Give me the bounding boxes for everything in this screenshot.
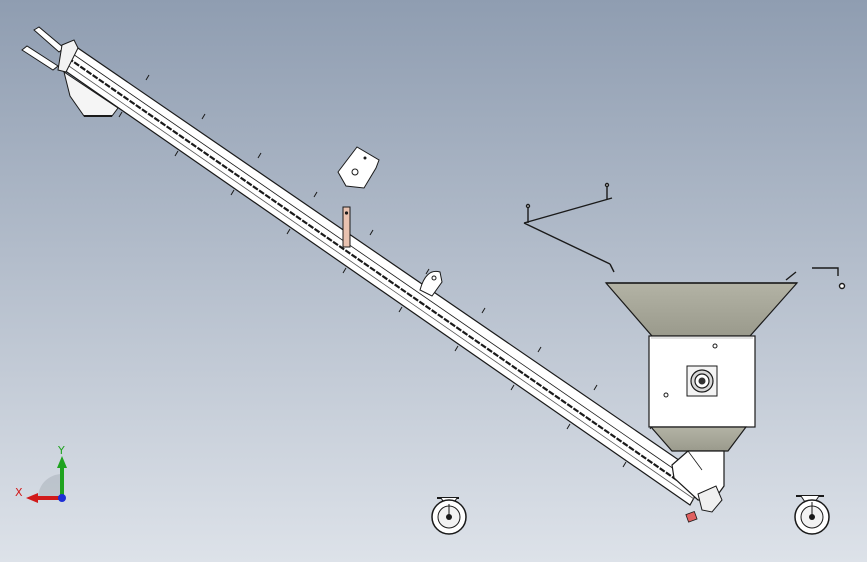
triad-plane-shade [38,474,62,498]
triad-z-axis [58,494,66,502]
discharge-head[interactable] [21,26,119,117]
drive-shaft-lower [21,45,59,71]
caster-wheel-right[interactable] [794,495,830,535]
wire-support-frame[interactable] [523,182,615,273]
hook-part[interactable] [785,267,846,290]
tail-bearing-red [685,511,698,523]
tube-lug-bracket[interactable] [419,270,443,297]
coordinate-triad[interactable]: Y X [15,444,67,503]
end-cap [57,39,79,73]
triad-y-label: Y [57,444,65,457]
tube-bolts-bottom [118,111,627,468]
tail-end-cap[interactable] [685,485,723,523]
gearbox-housing[interactable] [648,335,756,428]
hopper-lower-funnel[interactable] [649,426,748,452]
caster-wheel-left[interactable] [431,497,467,535]
conveyor-tube-lower-edge [65,63,695,500]
conveyor-screw-line [67,57,698,495]
mounting-plate[interactable] [337,146,380,189]
support-strap[interactable] [342,206,351,248]
triad-x-label: X [15,486,23,499]
conveyor-tube-edge [69,51,701,488]
